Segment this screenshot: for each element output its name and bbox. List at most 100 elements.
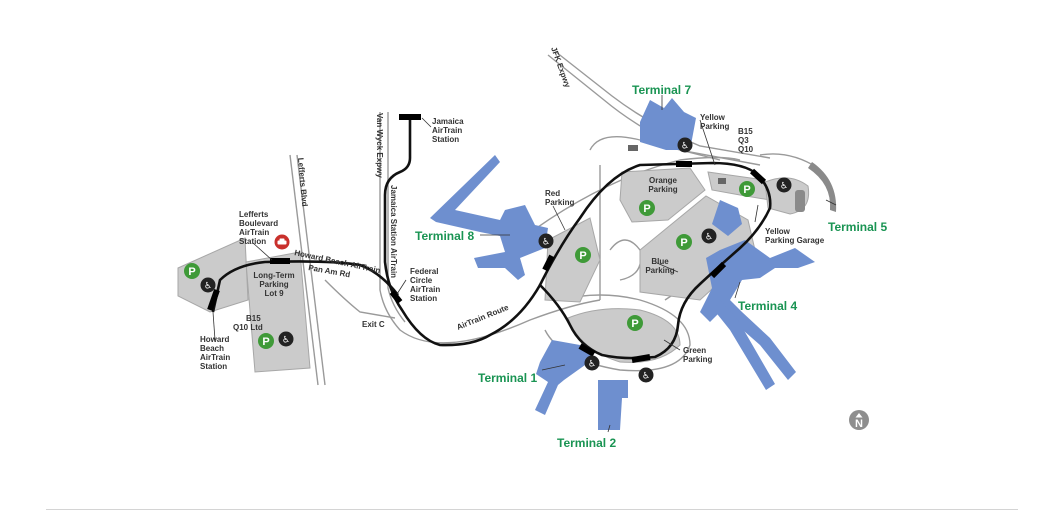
exit-c-label: Exit C — [362, 320, 385, 329]
terminal-8-label: Terminal 8 — [415, 229, 474, 243]
terminal-5-building — [808, 162, 837, 212]
parking-icon: P — [639, 200, 655, 216]
taxi-icon — [274, 234, 290, 250]
terminal-5-station-marker — [749, 168, 767, 185]
parking-icon: P — [676, 234, 692, 250]
parking-icon: P — [739, 181, 755, 197]
svg-text:♿: ♿ — [780, 182, 788, 192]
svg-text:Parking: Parking — [648, 185, 677, 194]
svg-text:Q10 Ltd: Q10 Ltd — [233, 323, 263, 332]
long-term-parking-label: Long-Term Parking Lot 9 — [253, 271, 294, 298]
lot9-bus-label: B15 Q10 Ltd — [233, 314, 263, 332]
svg-text:Parking Garage: Parking Garage — [765, 236, 825, 245]
svg-text:Parking: Parking — [545, 198, 574, 207]
terminal-4-concourse-b — [714, 300, 775, 390]
north-arrow-icon: N — [849, 410, 869, 430]
svg-text:Station: Station — [432, 135, 459, 144]
svg-text:B15: B15 — [246, 314, 261, 323]
svg-text:AirTrain: AirTrain — [432, 126, 462, 135]
svg-text:Jamaica: Jamaica — [432, 117, 464, 126]
svg-text:Station: Station — [239, 237, 266, 246]
svg-text:Parking: Parking — [700, 122, 729, 131]
svg-text:♿: ♿ — [282, 336, 290, 346]
red-parking-label: Red Parking — [545, 189, 574, 207]
svg-text:Q3: Q3 — [738, 136, 749, 145]
svg-text:Long-Term: Long-Term — [253, 271, 294, 280]
bottom-divider — [46, 509, 1018, 510]
orange-parking-label: Orange Parking — [648, 176, 677, 194]
terminal-1-label: Terminal 1 — [478, 371, 537, 385]
svg-text:N: N — [855, 418, 863, 430]
svg-text:Orange: Orange — [649, 176, 678, 185]
jamaica-station-airtrain-label: Jamaica Station AirTrain — [389, 185, 398, 278]
green-parking-label: Green Parking — [683, 346, 712, 364]
svg-text:P: P — [643, 203, 650, 215]
svg-text:P: P — [680, 237, 687, 249]
svg-text:P: P — [631, 318, 638, 330]
accessible-icon: ♿ — [638, 367, 654, 383]
svg-text:♿: ♿ — [705, 233, 713, 243]
airtrain-lines — [211, 117, 772, 360]
svg-text:♿: ♿ — [204, 282, 212, 292]
jfk-expwy-label: JFK Expwy — [549, 46, 572, 90]
yellow-parking-label: Yellow Parking — [700, 113, 729, 131]
svg-text:AirTrain: AirTrain — [200, 353, 230, 362]
accessible-icon: ♿ — [200, 277, 216, 293]
terminal-2-station-marker — [631, 354, 651, 363]
svg-text:B15: B15 — [738, 127, 753, 136]
lefferts-blvd-label: Lefferts Blvd — [296, 157, 309, 207]
svg-text:♿: ♿ — [642, 372, 650, 382]
svg-text:P: P — [188, 266, 195, 278]
svg-text:Station: Station — [410, 294, 437, 303]
svg-text:Red: Red — [545, 189, 560, 198]
blue-parking-label: Blue Parking — [645, 257, 674, 275]
terminal-2-building — [598, 380, 628, 430]
accessible-icon: ♿ — [278, 331, 294, 347]
small-building — [628, 145, 638, 151]
jamaica-airtrain-line — [383, 117, 542, 347]
accessible-icon: ♿ — [677, 137, 693, 153]
terminal-7-label: Terminal 7 — [632, 83, 691, 97]
jamaica-station-label: Jamaica AirTrain Station — [432, 117, 464, 144]
svg-text:Yellow: Yellow — [700, 113, 726, 122]
terminal-2-label: Terminal 2 — [557, 436, 616, 450]
parking-icon: P — [627, 315, 643, 331]
accessible-badges: ♿ ♿ ♿ ♿ ♿ ♿ ♿ ♿ — [200, 137, 792, 383]
howard-beach-station-label: Howard Beach AirTrain Station — [200, 335, 230, 371]
svg-text:Boulevard: Boulevard — [239, 219, 278, 228]
svg-text:Parking: Parking — [683, 355, 712, 364]
svg-text:Blue: Blue — [651, 257, 669, 266]
parking-icon: P — [184, 263, 200, 279]
terminal-7-building — [640, 98, 696, 150]
yellow-garage-label: Yellow Parking Garage — [765, 227, 825, 245]
parking-badges: P P P P P P P — [184, 181, 755, 349]
terminal-5-label: Terminal 5 — [828, 220, 887, 234]
svg-text:Yellow: Yellow — [765, 227, 791, 236]
lefferts-station-label: Lefferts Boulevard AirTrain Station — [239, 210, 278, 246]
accessible-icon: ♿ — [538, 233, 554, 249]
svg-text:Lot 9: Lot 9 — [264, 289, 284, 298]
terminal-4-label: Terminal 4 — [738, 299, 797, 313]
accessible-icon: ♿ — [584, 355, 600, 371]
svg-text:P: P — [743, 184, 750, 196]
terminal-1-building — [535, 340, 595, 415]
accessible-icon: ♿ — [776, 177, 792, 193]
station-markers — [207, 114, 767, 363]
svg-text:Federal: Federal — [410, 267, 438, 276]
terminal-4-building — [700, 240, 815, 380]
accessible-icon: ♿ — [701, 228, 717, 244]
svg-text:P: P — [262, 336, 269, 348]
svg-text:Q10: Q10 — [738, 145, 754, 154]
federal-circle-station-marker — [389, 290, 403, 304]
howard-beach-lot — [177, 237, 249, 313]
airtrain-terminal-loop — [538, 161, 772, 360]
svg-text:♿: ♿ — [588, 360, 596, 370]
svg-text:Parking: Parking — [259, 280, 288, 289]
svg-text:Parking: Parking — [645, 266, 674, 275]
federal-circle-station-label: Federal Circle AirTrain Station — [410, 267, 440, 303]
svg-text:AirTrain: AirTrain — [410, 285, 440, 294]
howard-beach-airtrain-line — [211, 260, 400, 313]
leader-lines — [212, 95, 837, 433]
terminal-4-pier — [712, 200, 742, 236]
